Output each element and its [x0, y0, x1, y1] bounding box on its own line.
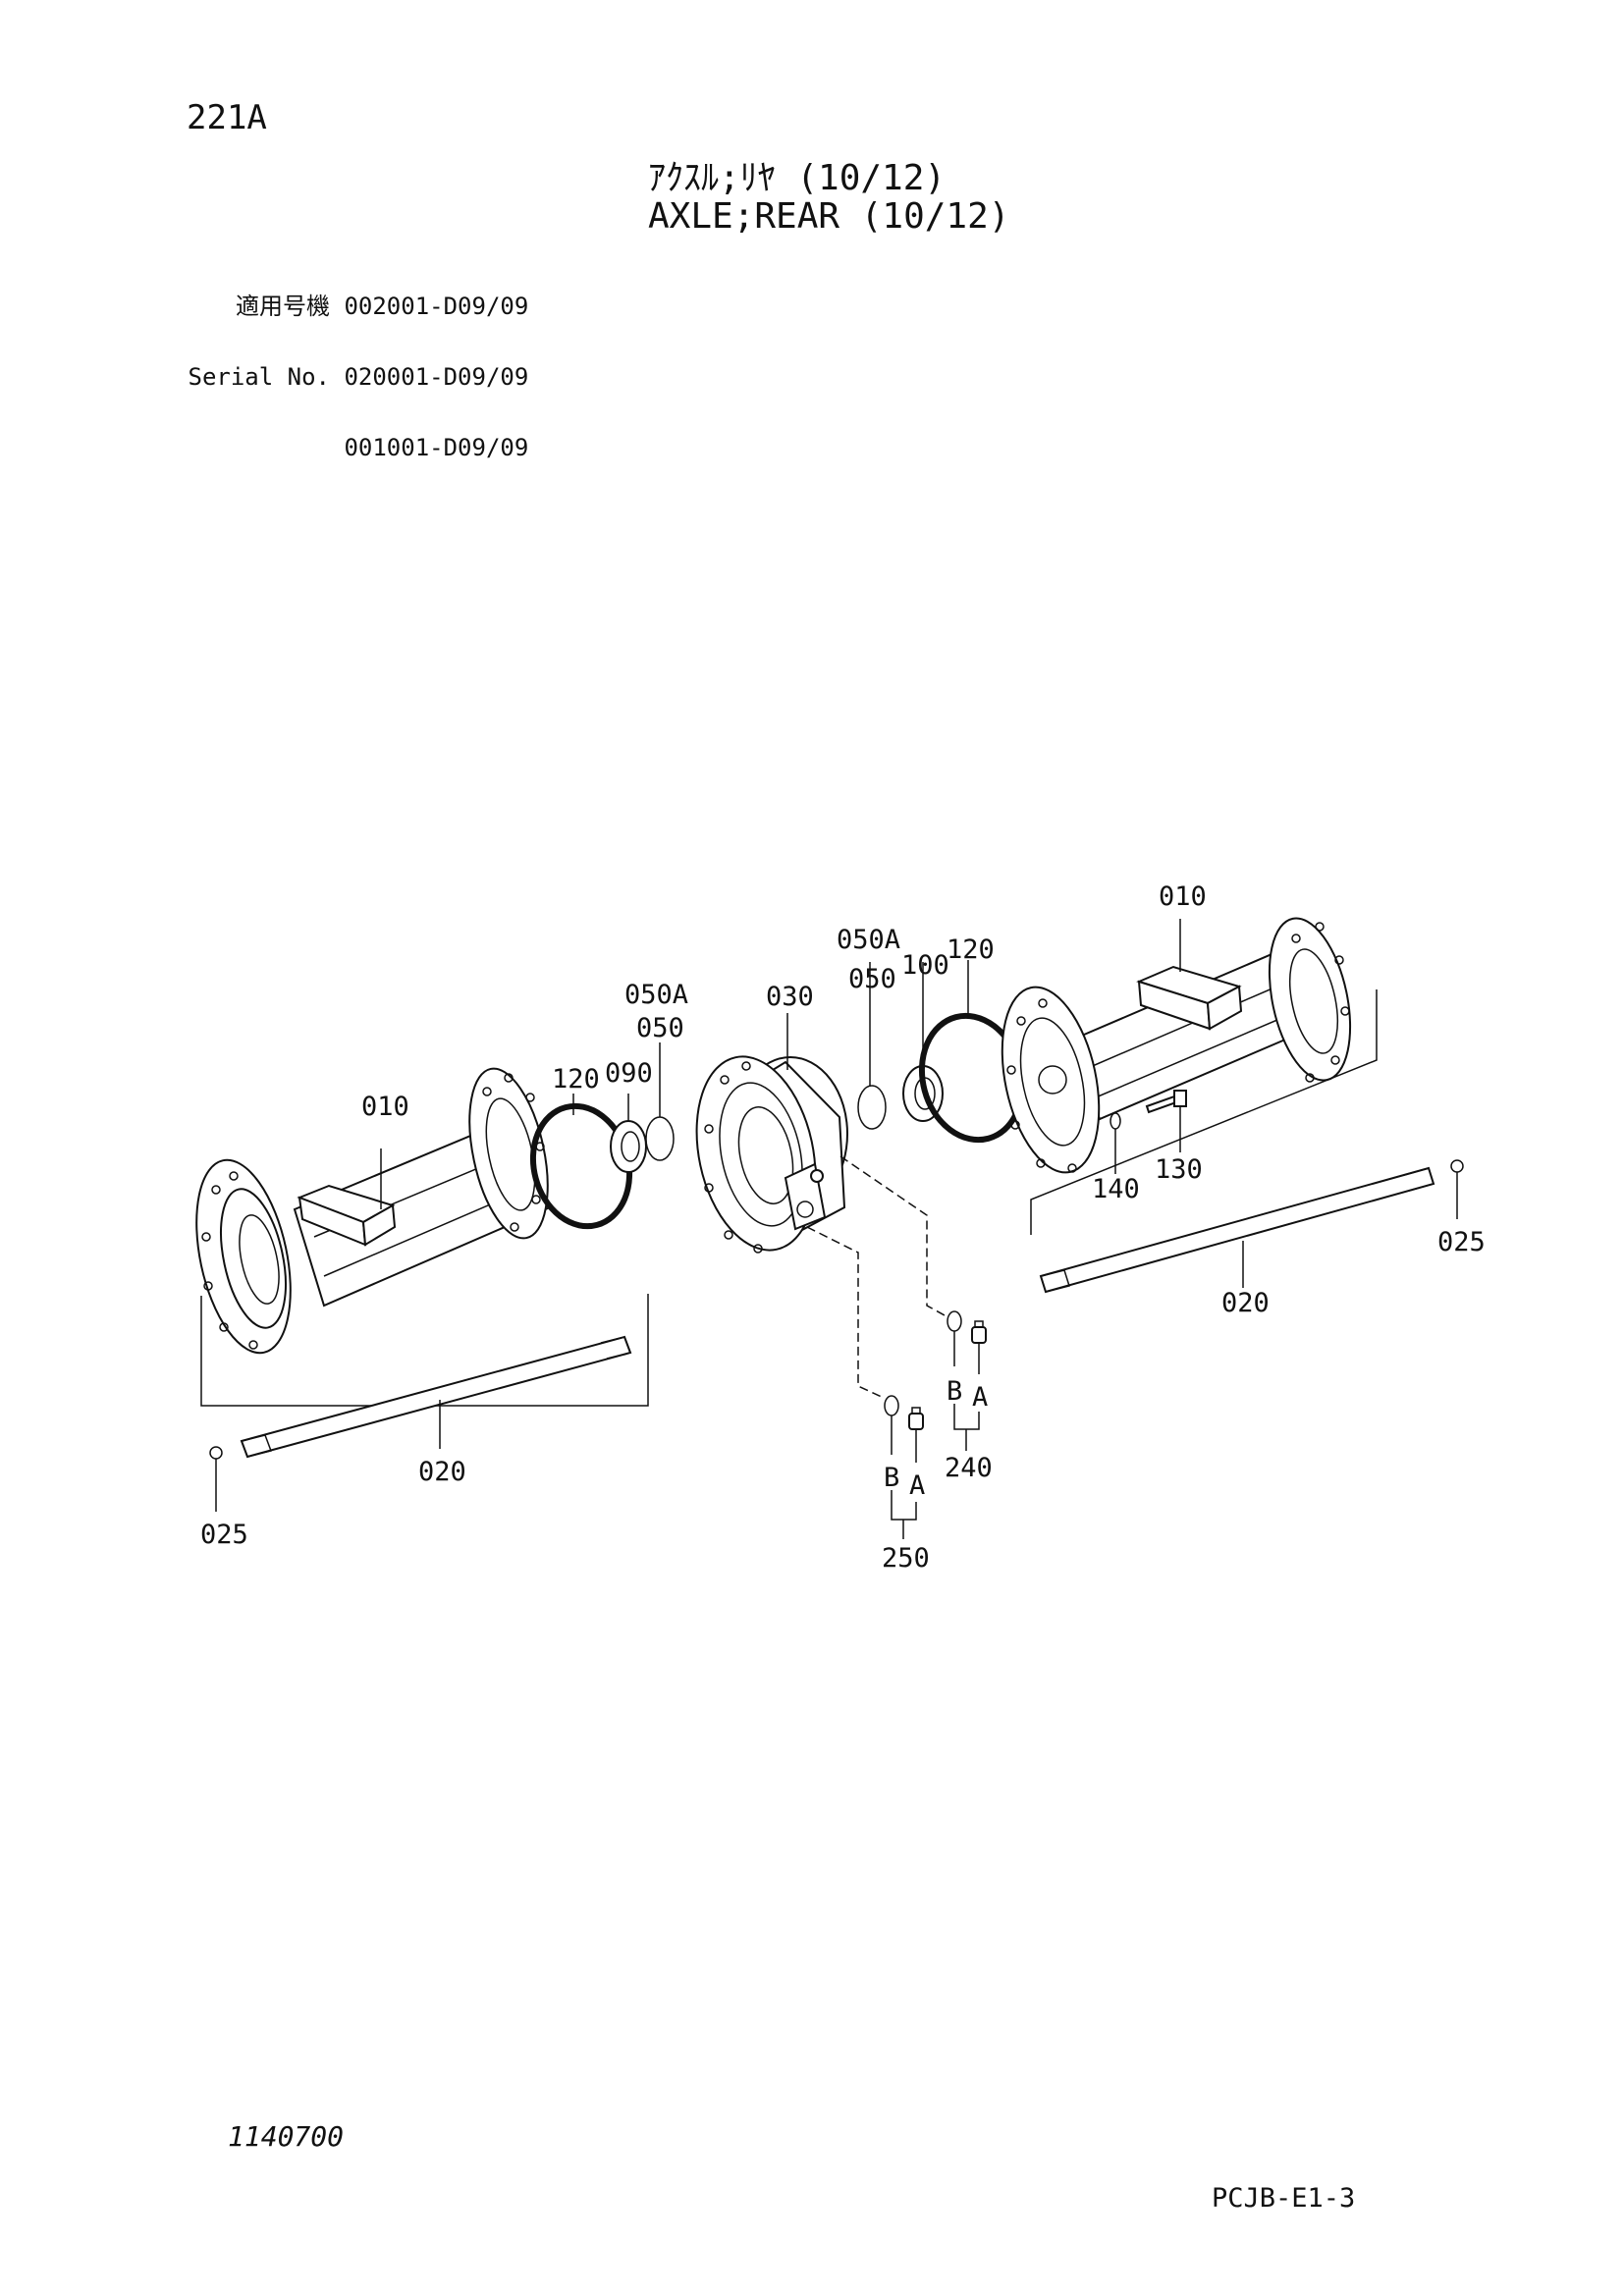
callout-010-right: 010 — [1159, 881, 1207, 912]
axle-housing-left — [195, 1067, 552, 1355]
callout-030: 030 — [766, 982, 814, 1012]
plug-assembly-250 — [884, 1395, 924, 1430]
seal-050-right — [857, 1085, 887, 1130]
callout-130: 130 — [1155, 1154, 1203, 1185]
axle-shaft-left — [240, 1335, 632, 1459]
serial-number-block: 適用号機 002001-D09/09 Serial No. 020001-D09… — [183, 247, 529, 483]
axle-shaft-right — [1039, 1166, 1435, 1294]
serial-label-jp: 適用号機 — [236, 293, 330, 320]
bearing-090 — [610, 1120, 647, 1173]
callout-050a-right: 050A — [837, 925, 900, 955]
callout-050a-left: 050A — [624, 980, 688, 1010]
leader-lines — [215, 919, 1458, 1539]
washer-025-right — [1450, 1159, 1464, 1173]
callout-010-left: 010 — [361, 1092, 409, 1122]
install-path-250 — [806, 1226, 885, 1399]
washer-140 — [1110, 1112, 1121, 1130]
callout-025-left: 025 — [200, 1520, 248, 1550]
title-english: AXLE;REAR (10/12) — [648, 196, 1010, 237]
differential-carrier — [695, 1055, 848, 1254]
callout-050-right: 050 — [848, 964, 896, 994]
install-path-240 — [839, 1155, 946, 1316]
serial-range-3: 001001-D09/09 — [344, 434, 529, 461]
seal-050-left — [645, 1116, 675, 1161]
callout-250-a: A — [909, 1470, 925, 1501]
callout-240: 240 — [945, 1453, 993, 1483]
plug-assembly-240 — [947, 1310, 987, 1344]
bracket-right — [1030, 989, 1378, 1235]
callout-090: 090 — [605, 1058, 653, 1089]
callout-020-left: 020 — [418, 1457, 466, 1487]
callout-250: 250 — [882, 1543, 930, 1574]
callout-250-b: B — [884, 1463, 899, 1493]
drawing-number: 1140700 — [228, 2120, 345, 2153]
washer-025-left — [209, 1446, 223, 1460]
callout-120-left: 120 — [552, 1064, 600, 1095]
callout-240-b: B — [947, 1376, 962, 1407]
serial-range-2: 020001-D09/09 — [344, 363, 529, 391]
serial-range-1: 002001-D09/09 — [344, 293, 529, 320]
callout-140: 140 — [1092, 1174, 1140, 1204]
serial-label-en: Serial No. — [188, 363, 331, 391]
callout-025-right: 025 — [1437, 1227, 1486, 1257]
callout-050-left: 050 — [636, 1013, 684, 1043]
callout-240-a: A — [972, 1382, 988, 1413]
sheet-code: PCJB-E1-3 — [1212, 2183, 1356, 2214]
callout-020-right: 020 — [1221, 1288, 1270, 1318]
title-japanese: ｱｸｽﾙ;ﾘﾔ (10/12) — [648, 158, 947, 198]
callout-120-right: 120 — [947, 934, 995, 965]
page-code: 221A — [187, 98, 267, 137]
callout-100: 100 — [901, 950, 949, 981]
